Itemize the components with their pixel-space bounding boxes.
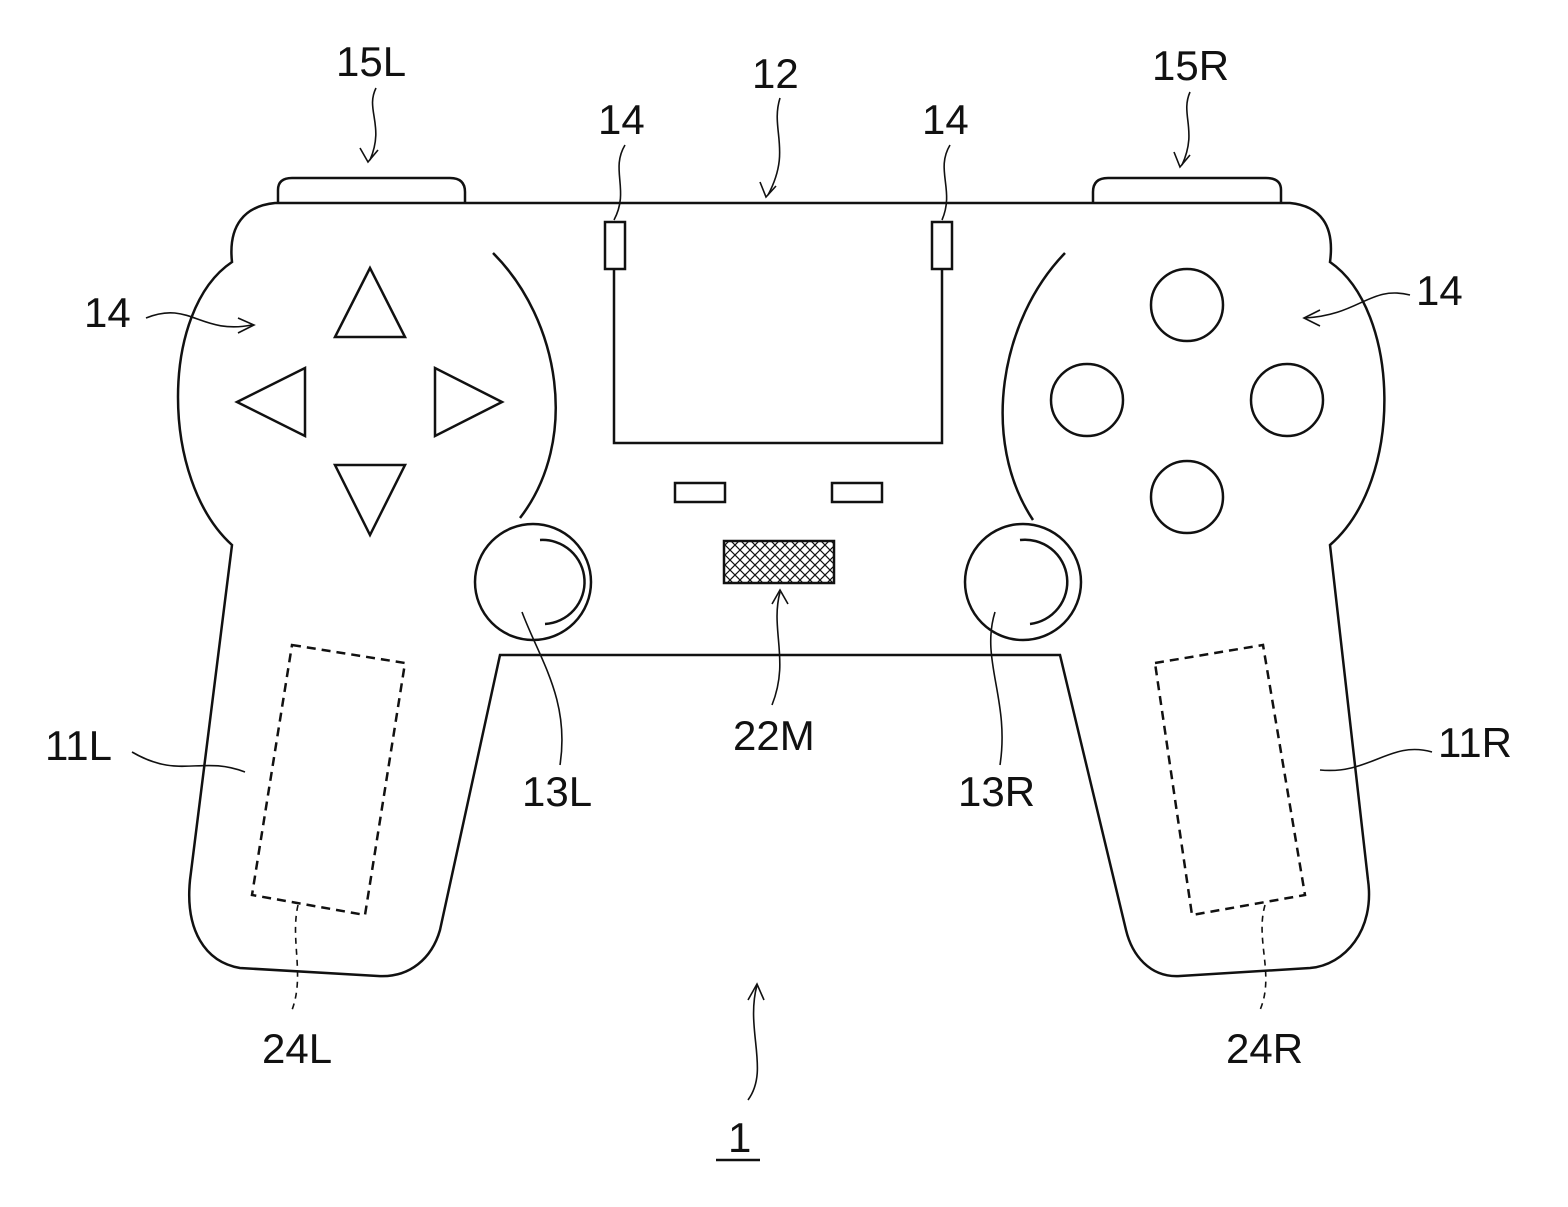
leader-14-tr — [941, 144, 951, 221]
dpad-left-icon — [234, 365, 307, 439]
leader-14-left — [145, 312, 253, 328]
label-13L: 13L — [522, 768, 592, 815]
label-14-top-right: 14 — [922, 96, 969, 143]
reference-numeral: 1 — [728, 1114, 751, 1161]
leader-13R — [989, 611, 1003, 766]
dpad-up-icon — [332, 265, 408, 339]
leader-24L — [291, 904, 299, 1011]
motor-24L — [250, 643, 407, 917]
dpad-right-icon — [433, 365, 505, 439]
label-11L: 11L — [45, 722, 112, 769]
label-12: 12 — [752, 50, 799, 97]
label-11R: 11R — [1438, 719, 1512, 766]
arrow-12 — [759, 181, 777, 199]
label-14-top-left: 14 — [598, 96, 645, 143]
leader-13L — [521, 611, 563, 766]
controller-body-outline — [176, 201, 1386, 978]
touch-pad — [612, 270, 944, 445]
face-button-top — [1149, 267, 1225, 343]
analog-stick-13L — [473, 522, 593, 642]
label-24L: 24L — [262, 1025, 332, 1072]
label-14-left: 14 — [84, 289, 131, 336]
motor-24R — [1153, 643, 1307, 917]
arrow-15L — [359, 147, 379, 164]
label-14-right: 14 — [1416, 267, 1463, 314]
leader-12 — [767, 97, 781, 196]
face-button-left — [1049, 362, 1125, 438]
leader-11L — [131, 751, 246, 773]
speaker-22M — [722, 539, 836, 585]
leader-15L — [369, 87, 377, 161]
arrow-15R — [1173, 151, 1191, 169]
face-button-bottom — [1149, 459, 1225, 535]
face-button-right — [1249, 362, 1325, 438]
dpad-down-icon — [332, 463, 408, 538]
options-button — [830, 481, 884, 504]
leader-14-tl — [613, 144, 626, 221]
leader-22M — [771, 591, 781, 706]
share-button — [673, 481, 727, 504]
right-grip-arc — [1001, 252, 1066, 521]
leader-15R — [1181, 91, 1191, 166]
label-22M: 22M — [733, 712, 815, 759]
leader-11R — [1319, 748, 1433, 772]
leader-24R — [1259, 904, 1267, 1011]
shoulder-button-15R — [1091, 176, 1283, 203]
left-grip-arc — [492, 252, 557, 519]
leader-14-right — [1304, 292, 1411, 319]
light-indicator-right — [930, 220, 954, 271]
label-15R: 15R — [1152, 42, 1229, 89]
label-24R: 24R — [1226, 1025, 1303, 1072]
arrow-22M — [771, 588, 789, 605]
label-13R: 13R — [958, 768, 1035, 815]
shoulder-button-15L — [276, 176, 467, 203]
leader-1 — [747, 984, 759, 1101]
label-15L: 15L — [336, 38, 406, 85]
light-indicator-left — [603, 220, 627, 271]
arrow-1 — [747, 982, 765, 1001]
arrow-14-right — [1302, 309, 1321, 327]
analog-stick-13R — [963, 522, 1083, 642]
arrow-14-left — [237, 317, 256, 334]
